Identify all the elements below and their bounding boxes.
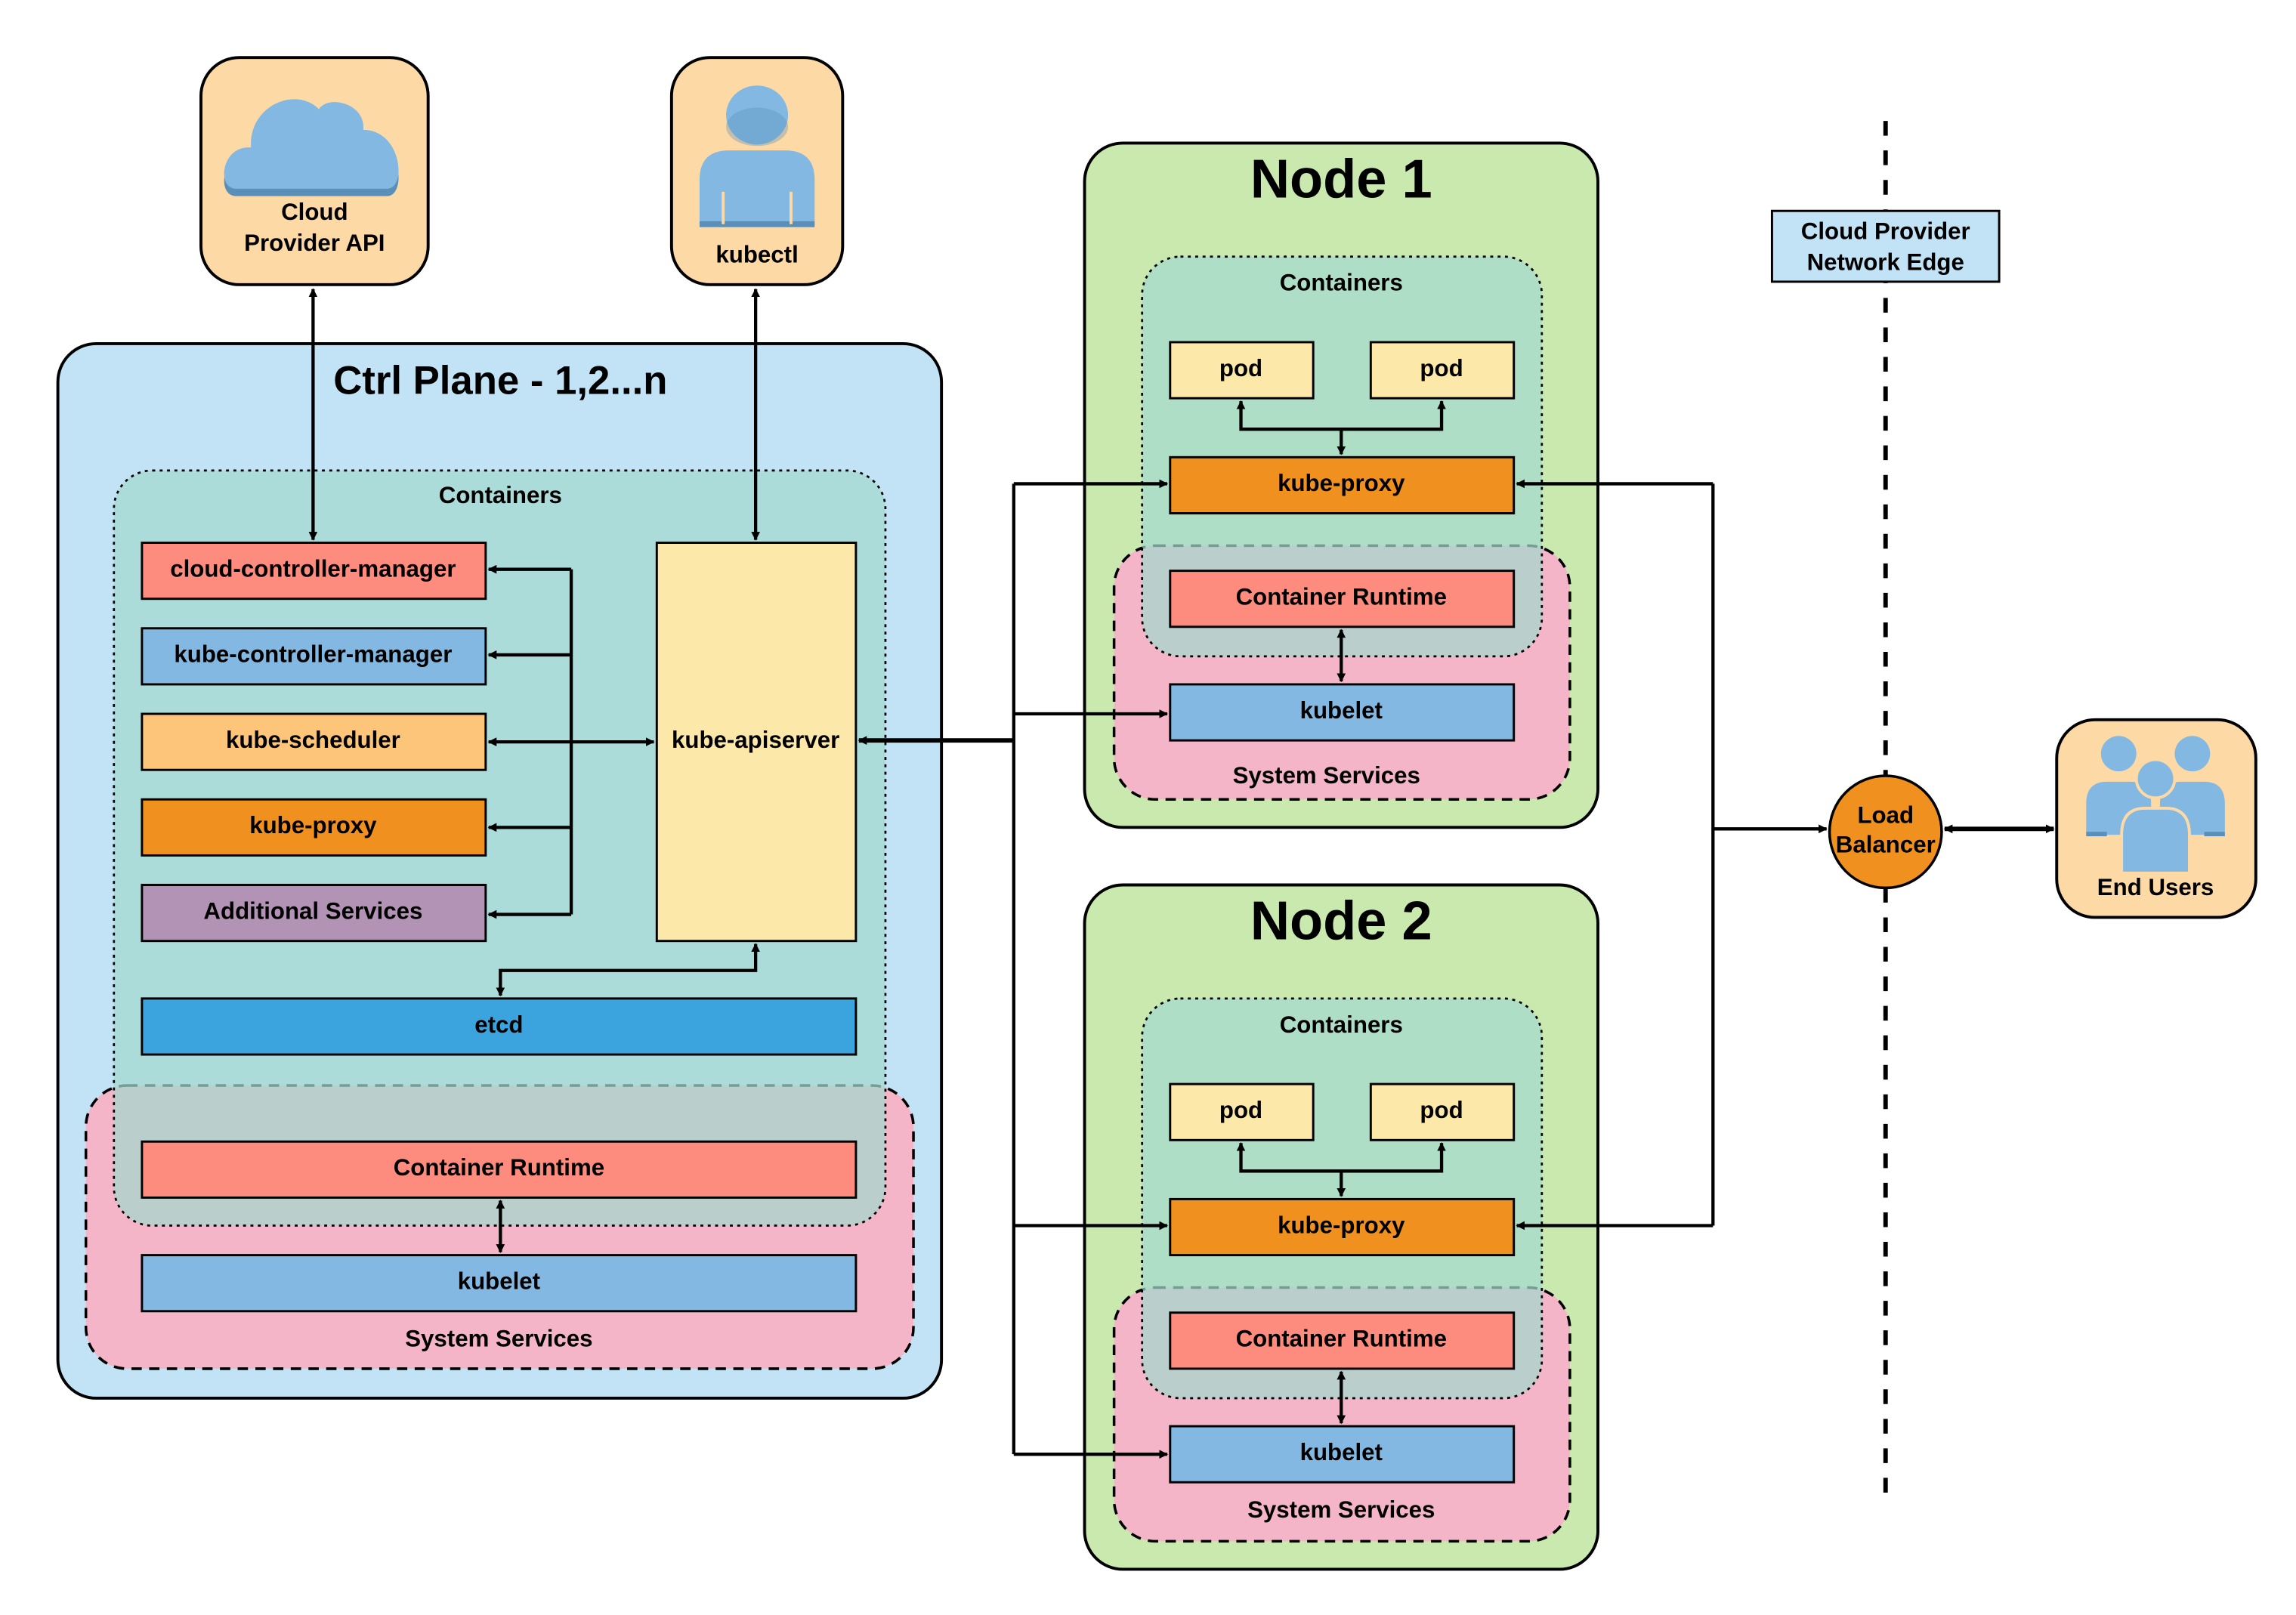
node-2-container-runtime-box — [1169, 1311, 1516, 1370]
node-1-kube-proxy-box — [1169, 455, 1516, 514]
additional-services-box — [141, 884, 487, 943]
kube-scheduler-box — [141, 712, 487, 771]
additional-services-label: Additional Services — [203, 897, 422, 924]
network-edge-label-line1: Cloud Provider — [1801, 218, 1970, 244]
node-2-system-services-label: System Services — [1247, 1496, 1435, 1523]
kubectl-label: kubectl — [715, 242, 798, 268]
node-2-pod-1-label: pod — [1219, 1097, 1262, 1123]
node-2-pod-1-box — [1169, 1082, 1315, 1141]
etcd-label: etcd — [474, 1011, 523, 1038]
ctrl-containers-label: Containers — [439, 482, 562, 508]
node-1-kube-proxy-label: kube-proxy — [1278, 470, 1405, 496]
kube-scheduler-label: kube-scheduler — [226, 727, 400, 753]
end-users-box: End Users — [2055, 718, 2257, 919]
node-1-containers-label: Containers — [1280, 270, 1403, 296]
kubectl-box: kubectl — [669, 56, 845, 286]
cloud-provider-api-box: Cloud Provider API — [199, 56, 430, 286]
node-1-pod-2-box — [1369, 341, 1516, 400]
node-1-system-services-label: System Services — [1233, 762, 1420, 789]
node-1: Node 1 Containers pod pod kube-proxy Con… — [1083, 141, 1599, 829]
cloud-provider-api-label-line1: Cloud — [281, 199, 348, 225]
node-1-container-runtime-box — [1169, 570, 1516, 628]
node-2-kube-proxy-box — [1169, 1197, 1516, 1257]
node-2-pod-2-label: pod — [1420, 1097, 1463, 1123]
users-group-icon — [2086, 736, 2225, 875]
kube-apiserver-box — [655, 542, 858, 943]
ctrl-container-runtime-box — [141, 1140, 858, 1199]
network-edge-label-line2: Network Edge — [1807, 249, 1964, 275]
node-2-containers-label: Containers — [1280, 1011, 1403, 1038]
ctrl-kube-proxy-box — [141, 798, 487, 857]
cloud-controller-manager-label: cloud-controller-manager — [170, 555, 456, 582]
node-2-title: Node 2 — [1250, 891, 1432, 952]
network-edge-label-box: Cloud Provider Network Edge — [1770, 209, 2001, 283]
node-1-title: Node 1 — [1250, 150, 1432, 210]
ctrl-kubelet-label: kubelet — [458, 1268, 541, 1294]
node-2-kubelet-label: kubelet — [1300, 1439, 1383, 1465]
cloud-provider-api-label-line2: Provider API — [244, 230, 385, 256]
connectors — [308, 288, 2055, 1459]
ctrl-kube-proxy-label: kube-proxy — [249, 812, 377, 838]
ctrl-kubelet-box — [141, 1254, 858, 1313]
user-icon — [699, 85, 815, 227]
etcd-box — [141, 997, 858, 1056]
node-2-pod-2-box — [1369, 1082, 1516, 1141]
load-balancer: Load Balancer — [1828, 774, 1943, 890]
node-1-kubelet-box — [1169, 683, 1516, 742]
node-1-pod-2-label: pod — [1420, 355, 1463, 381]
node-2-kube-proxy-label: kube-proxy — [1278, 1212, 1405, 1238]
control-plane-title: Ctrl Plane - 1,2...n — [333, 358, 667, 403]
load-balancer-label-line2: Balancer — [1836, 832, 1936, 858]
node-2: Node 2 Containers pod pod kube-proxy Con… — [1083, 883, 1599, 1571]
end-users-label: End Users — [2097, 874, 2214, 900]
node-1-container-runtime-label: Container Runtime — [1236, 584, 1447, 610]
node-2-container-runtime-label: Container Runtime — [1236, 1326, 1447, 1352]
arrow-apiserver-etcd — [496, 943, 760, 997]
node-1-kubelet-label: kubelet — [1300, 697, 1383, 724]
ctrl-container-runtime-label: Container Runtime — [394, 1154, 604, 1181]
ctrl-system-services-label: System Services — [405, 1326, 592, 1352]
kube-controller-manager-box — [141, 627, 487, 686]
kube-controller-manager-label: kube-controller-manager — [174, 641, 452, 668]
node-1-pod-1-box — [1169, 341, 1315, 400]
cloud-controller-manager-box — [141, 542, 487, 601]
kube-apiserver-label: kube-apiserver — [672, 727, 839, 753]
node-1-pod-1-label: pod — [1219, 355, 1262, 381]
cloud-icon — [224, 99, 399, 196]
load-balancer-label-line1: Load — [1857, 802, 1914, 829]
node-2-kubelet-box — [1169, 1425, 1516, 1484]
